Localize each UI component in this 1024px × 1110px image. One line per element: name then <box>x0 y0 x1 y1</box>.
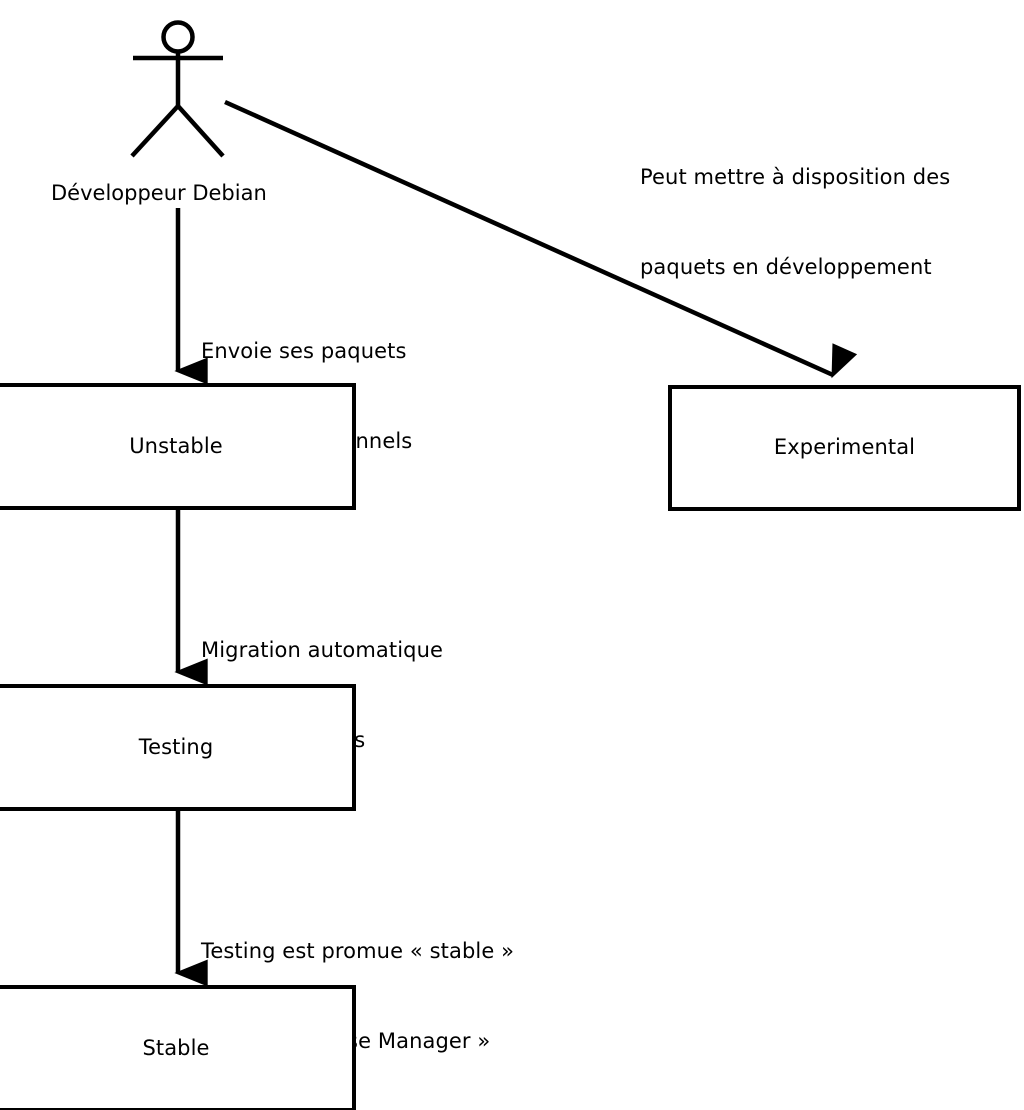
stage-label-testing: Testing <box>138 734 214 759</box>
stage-label-stable: Stable <box>142 1035 210 1060</box>
edge-label-line-1: Envoie ses paquets <box>201 339 407 363</box>
stage-box-unstable[interactable]: Unstable <box>0 383 356 510</box>
edge-label-line-2: paquets en développement <box>640 255 932 279</box>
actor-label-developpeur-debian: Développeur Debian <box>51 181 267 205</box>
stage-label-experimental: Experimental <box>773 435 916 460</box>
stage-box-testing[interactable]: Testing <box>0 684 356 811</box>
edge-label-line-1: Testing est promue « stable » <box>201 939 515 963</box>
edge-label-testing-to-stable: Testing est promue « stable » par le « R… <box>201 876 514 1110</box>
edge-label-line-1: Migration automatique <box>201 638 444 662</box>
stage-box-stable[interactable]: Stable <box>0 985 356 1110</box>
edge-label-dev-to-experimental: Peut mettre à disposition des paquets en… <box>640 102 950 342</box>
edge-label-line-1: Peut mettre à disposition des <box>640 165 951 189</box>
stick-figure-person-icon <box>130 20 225 158</box>
stage-box-experimental[interactable]: Experimental <box>668 385 1021 511</box>
stage-label-unstable: Unstable <box>129 433 223 458</box>
arrow-dev-to-experimental <box>224 99 858 379</box>
